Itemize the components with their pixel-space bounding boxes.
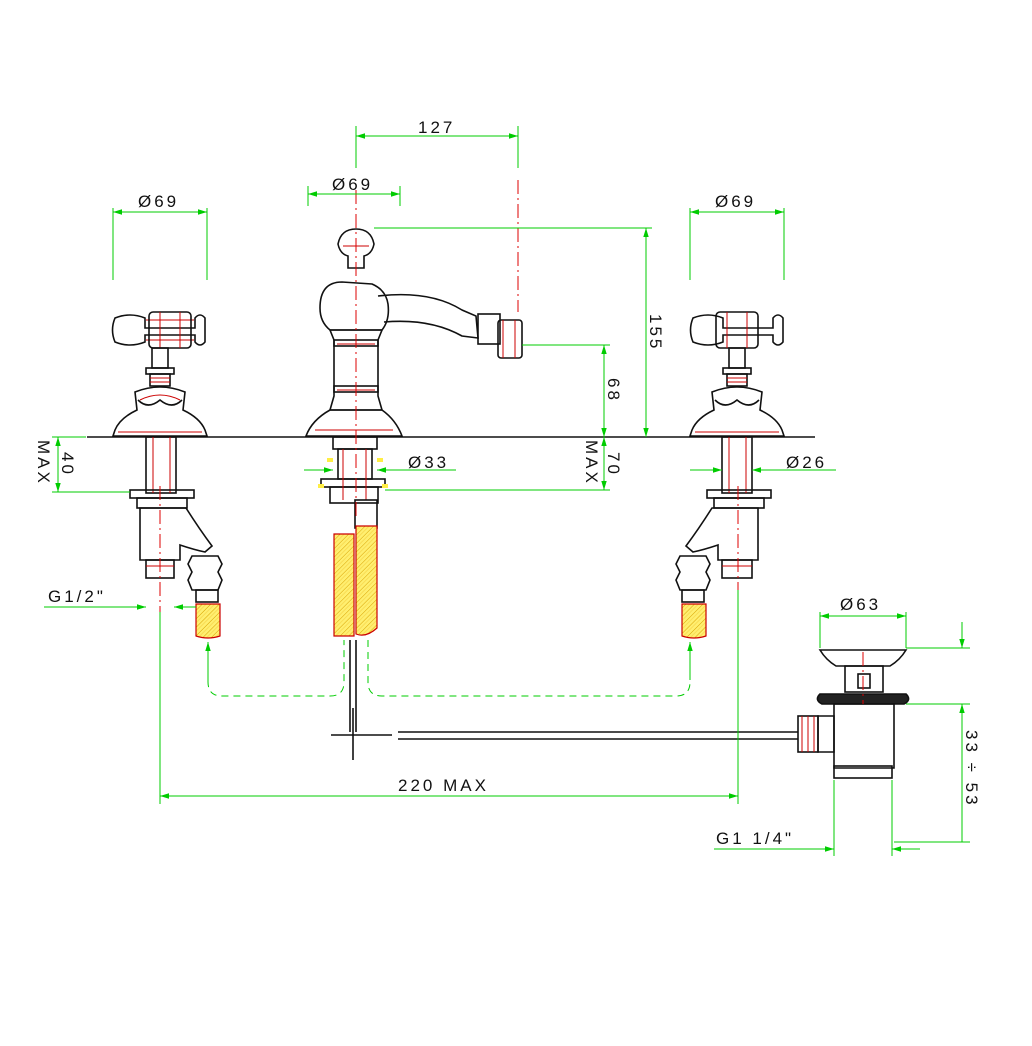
dimension-lines — [44, 126, 970, 856]
pop-up-waste — [797, 649, 910, 779]
max-deck-center-label: MAX — [582, 440, 601, 486]
centerlines — [159, 180, 864, 704]
outlet-height-label: 68 — [604, 378, 623, 403]
waste-thread-label: G1 1/4" — [716, 829, 794, 848]
max-deck-left-label: MAX — [34, 440, 53, 486]
center-spout — [304, 228, 798, 760]
spout-reach-label: 127 — [418, 118, 455, 137]
right-handle-diameter-label: Ø69 — [715, 192, 756, 211]
waste-adjust-label: 33 ÷ 53 — [962, 730, 981, 808]
side-hole-label: Ø26 — [786, 453, 827, 472]
max-deck-center-value: 70 — [604, 452, 623, 477]
inlet-thread-label: G1/2" — [48, 587, 106, 606]
spout-height-label: 155 — [646, 314, 665, 351]
dimension-labels: 127 Ø69 Ø69 Ø69 155 68 70 MAX 40 MAX Ø33… — [34, 118, 981, 848]
center-hole-label: Ø33 — [408, 453, 449, 472]
max-spacing-label: 220 MAX — [398, 776, 489, 795]
left-handle-diameter-label: Ø69 — [138, 192, 179, 211]
waste-diameter-label: Ø63 — [840, 595, 881, 614]
right-tap — [675, 311, 786, 639]
left-cross-handle — [111, 311, 206, 349]
left-tap — [111, 311, 223, 639]
spout-diameter-label: Ø69 — [332, 175, 373, 194]
right-cross-handle — [689, 311, 784, 349]
max-deck-left-value: 40 — [58, 452, 77, 477]
